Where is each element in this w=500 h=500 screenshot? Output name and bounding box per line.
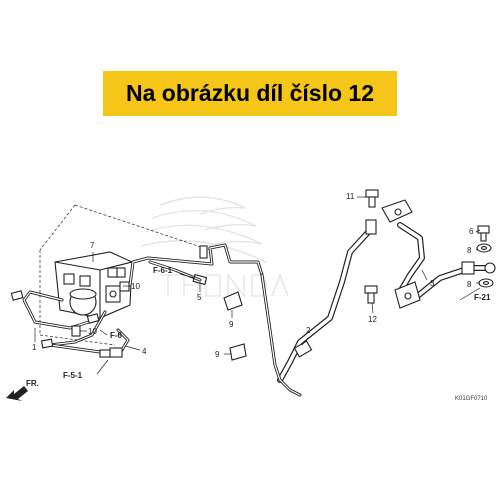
title-banner-text: Na obrázku díl číslo 12 (126, 80, 374, 106)
clamp-9-bottom (229, 343, 247, 361)
leader-lines (34, 196, 481, 375)
direction-marker-text: FR. (26, 379, 39, 388)
abs-modulator (54, 251, 133, 319)
diagram-code: K01GF0710 (455, 396, 488, 402)
title-banner: Na obrázku díl číslo 12 (103, 71, 397, 116)
callout-3: 3 (430, 279, 435, 288)
callout-5: 5 (197, 293, 202, 302)
callout-4: 4 (142, 347, 147, 356)
callout-8-top: 8 (467, 246, 472, 255)
joint-12 (394, 281, 421, 309)
callout-10-top: 10 (131, 282, 140, 291)
brake-pipe-4 (40, 310, 130, 358)
three-way-joint (381, 199, 413, 223)
washer-8-bottom (478, 278, 494, 288)
brake-pipe-5 (128, 243, 264, 287)
modulator-dashed-outline (39, 204, 211, 346)
callout-10-bottom: 10 (88, 327, 97, 336)
callout-1: 1 (32, 343, 37, 352)
bolt-7 (477, 225, 490, 242)
clamp-9-top (223, 291, 243, 311)
bolt-11 (365, 189, 379, 208)
washer-8-top (476, 243, 492, 253)
ref-f-6: F-6 (110, 331, 123, 340)
callout-9-top: 9 (229, 320, 234, 329)
callout-12: 12 (368, 315, 377, 324)
bolt-12 (364, 285, 378, 304)
brake-hose-3 (397, 222, 496, 301)
ref-f-5-1: F-5-1 (63, 371, 83, 380)
bolt-10-bottom (71, 325, 81, 337)
front-direction-arrow: FR. (6, 379, 39, 401)
ref-f-21: F-21 (474, 293, 491, 302)
bolt-10-top (119, 281, 130, 292)
callout-7: 6 (469, 227, 474, 236)
honda-wing-logo (141, 196, 289, 298)
callout-9-bottom: 9 (215, 350, 220, 359)
callout-2: 2 (306, 326, 311, 335)
callout-11: 11 (346, 192, 355, 201)
callout-6: 7 (90, 241, 95, 250)
brake-hose-2 (260, 219, 377, 397)
callout-8-bottom: 8 (467, 280, 472, 289)
ref-f-6-1: F-6-1 (153, 266, 173, 275)
